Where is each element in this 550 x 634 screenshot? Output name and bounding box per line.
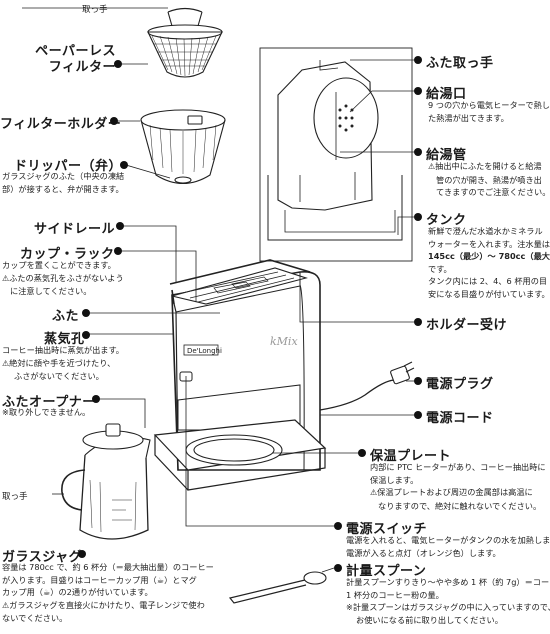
bullet-dot	[414, 318, 422, 326]
measuring-spoon-drawing	[228, 571, 327, 604]
filter-holder-label: フィルターホルダー	[0, 117, 122, 132]
steam-hole-description: コーヒー抽出時に蒸気が出ます。 ⚠絶対に顔や手を近づけたり、 ふさがないでくださ…	[2, 345, 124, 381]
jug-handle-label: 取っ手	[2, 492, 28, 502]
bullet-dot	[82, 331, 90, 339]
holder-receiver-label: ホルダー受け	[426, 318, 508, 333]
bullet-dot	[110, 117, 118, 125]
side-rail-label: サイドレール	[34, 222, 116, 237]
bullet-dot	[116, 222, 124, 230]
dripper-label: ドリッパー（弁）	[14, 159, 123, 174]
warming-plate-label: 保温プレート	[370, 449, 452, 464]
bullet-dot	[78, 550, 86, 558]
power-cord-label: 電源コード	[426, 411, 494, 426]
lid-handle-top-label: 取っ手	[82, 5, 108, 15]
steam-hole-label: 蒸気孔	[44, 332, 85, 347]
glass-jug-label: ガラスジャグ	[2, 550, 83, 565]
bullet-dot	[414, 411, 422, 419]
water-pipe-label: 給湯管	[426, 148, 467, 163]
filter-holder-drawing	[140, 109, 226, 185]
coffee-maker-drawing	[153, 259, 415, 491]
tank-description: 新鮮で澄んだ水道水かミネラル ウォーターを入れます。注水量は、 145cc（最少…	[428, 226, 550, 299]
bullet-dot	[114, 60, 122, 68]
bullet-dot	[414, 87, 422, 95]
kmix-logo: kMix	[270, 335, 298, 348]
bullet-dot	[414, 377, 422, 385]
bullet-dot	[114, 247, 122, 255]
bullet-dot	[334, 564, 342, 572]
lid-handle-label: ふた取っ手	[426, 56, 494, 71]
tank-inset-drawing	[259, 47, 413, 262]
paperless-filter-label-1: ペーパーレス	[35, 44, 116, 59]
lid-opener-label: ふたオープナー	[2, 395, 96, 410]
glass-jug-drawing	[61, 423, 151, 540]
power-switch-description: 電源を入れると、電気ヒーターがタンクの水を加熱します。 電源が入ると点灯（オレン…	[346, 535, 550, 558]
lid-label: ふた	[52, 309, 80, 324]
measuring-spoon-label: 計量スプーン	[346, 564, 427, 579]
cup-rack-description: カップを置くことができます。 ⚠ふたの蒸気孔をふさがないよう に注意してください…	[2, 260, 124, 296]
power-switch-label: 電源スイッチ	[346, 522, 428, 537]
water-pipe-description: ⚠抽出中にふたを開けると給湯 管の穴が開き、熱湯が噴き出 てきますのでご注意くだ…	[428, 161, 550, 197]
bullet-dot	[414, 148, 422, 156]
dripper-description: ガラスジャグのふた（中央の凍結 部）が接すると、弁が開きます。	[2, 171, 125, 194]
lid-opener-description: ※取り外しできません。	[2, 407, 91, 417]
warming-plate-description: 内部に PTC ヒーターがあり、コーヒー抽出時に 保温します。 ⚠保温プレートお…	[370, 462, 546, 511]
power-plug-label: 電源プラグ	[426, 377, 494, 392]
bullet-dot	[92, 395, 100, 403]
measuring-spoon-description: 計量スプーンすりきり〜やや多め 1 杯（約 7g）＝コーヒー 1 杯分のコーヒー…	[346, 577, 550, 625]
glass-jug-description: 容量は 780cc で、約 6 杯分（＝最大抽出量）のコーヒー が入ります。目盛…	[2, 562, 214, 623]
bullet-dot	[414, 213, 422, 221]
tank-label: タンク	[426, 213, 467, 228]
paperless-filter-label-2: フィルター	[48, 60, 116, 75]
bullet-dot	[358, 449, 366, 457]
paperless-filter-drawing	[147, 7, 223, 78]
bullet-dot	[414, 56, 422, 64]
bullet-dot	[334, 522, 342, 530]
cup-rack-label: カップ・ラック	[20, 247, 115, 262]
brand-plate-text: De'Longhi	[187, 347, 222, 355]
bullet-dot	[82, 309, 90, 317]
bullet-dot	[120, 161, 128, 169]
water-outlet-description: 9 つの穴から電気ヒーターで熱し た熱湯が出てきます。	[428, 100, 550, 123]
water-outlet-label: 給湯口	[426, 87, 467, 102]
